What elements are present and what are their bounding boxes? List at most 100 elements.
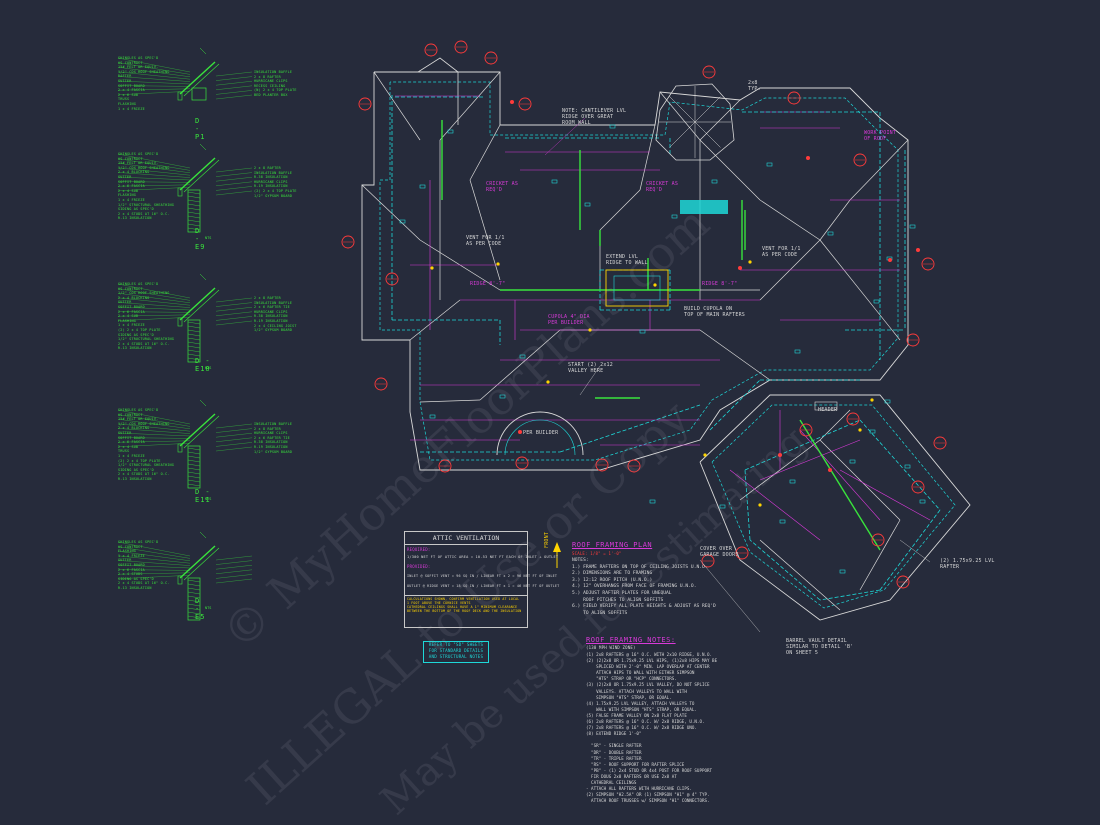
marker-dot bbox=[916, 248, 920, 252]
detail-callout: 2 x 6 FASCIA bbox=[118, 184, 145, 189]
detail-leader bbox=[215, 302, 253, 307]
hip-ridge-line bbox=[659, 91, 701, 141]
detail-leader bbox=[215, 94, 253, 100]
detail-callout: R-38 INSULATION bbox=[254, 440, 288, 445]
detail-insulation bbox=[187, 227, 201, 231]
detail-callout: R-19 INSULATION bbox=[254, 445, 288, 449]
detail-leader bbox=[117, 409, 191, 425]
detail-leader bbox=[215, 316, 253, 321]
detail-callout-bubble bbox=[906, 333, 920, 347]
detail-leader bbox=[215, 446, 253, 452]
detail-leader bbox=[117, 88, 191, 91]
detail-leader bbox=[215, 71, 253, 77]
garage-wall-line bbox=[711, 404, 956, 609]
marker-dot bbox=[828, 468, 832, 472]
marker-dot bbox=[510, 100, 514, 104]
framing-notes-list: (1) 2x8 RAFTERS @ 16" O.C. WITH 2x10 RID… bbox=[586, 652, 718, 804]
ridge-label-2: RIDGE 8'-7" bbox=[702, 281, 738, 287]
detail-leader bbox=[215, 578, 253, 584]
framing-member-line bbox=[799, 429, 881, 521]
detail-fascia bbox=[177, 91, 183, 101]
rafter-tag bbox=[839, 569, 846, 574]
rafter-tag bbox=[419, 184, 426, 189]
hip-ridge-line bbox=[639, 124, 656, 191]
framing-tag-dot bbox=[653, 283, 657, 287]
detail-callout: 15# FELT OR EQUIV. bbox=[118, 161, 159, 166]
hip-ridge-line bbox=[599, 189, 641, 231]
framing-tag-dot bbox=[588, 328, 592, 332]
cupola-outline bbox=[605, 269, 669, 307]
detail-leader bbox=[117, 184, 191, 187]
detail-scale: NTS bbox=[205, 605, 212, 610]
detail-leader bbox=[215, 181, 253, 186]
detail-callout: 1/2" GYPSUM BOARD bbox=[254, 193, 293, 198]
detail-callout: 2 x 4 STUDS AT 16" O.C. bbox=[118, 341, 170, 346]
detail-callout: (N) 2 x 4 TOP PLATE bbox=[254, 88, 297, 93]
hip-ridge-line bbox=[439, 71, 501, 141]
rafter-tag bbox=[766, 162, 773, 167]
detail-leader bbox=[215, 569, 253, 574]
detail-roof-slope bbox=[183, 547, 220, 581]
marker-dot bbox=[518, 430, 522, 434]
octagon-hip bbox=[694, 96, 721, 123]
detail-callout: SOFFIT BOARD bbox=[118, 435, 145, 440]
detail-insulation bbox=[187, 611, 201, 615]
rafter-tag bbox=[639, 329, 646, 334]
detail-title: D - P1 bbox=[195, 117, 206, 142]
detail-callout: R-13 INSULATION bbox=[118, 346, 152, 351]
detail-roof-slope bbox=[183, 415, 220, 449]
detail-leader bbox=[117, 423, 191, 432]
detail-leader bbox=[117, 572, 191, 575]
detail-callout: AS CONTRACT bbox=[118, 286, 143, 291]
hip-ridge-line bbox=[849, 139, 909, 201]
detail-callout: 2 x 4 SUB bbox=[118, 444, 139, 449]
framing-notes-sub: (130 MPH WIND ZONE) bbox=[586, 645, 636, 650]
attic-row-outlet: OUTLET @ RIDGE VENT = 18 SQ IN / LINEAR … bbox=[407, 584, 560, 588]
detail-callout: GUTTER bbox=[118, 431, 132, 435]
detail-callout: AS CONTRACT bbox=[118, 412, 143, 417]
tower-roof bbox=[417, 57, 459, 125]
detail-callout: SOFFIT BOARD bbox=[118, 563, 145, 567]
detail-callout: SHINGLES AS SPEC'D bbox=[118, 540, 159, 544]
detail-leader bbox=[215, 190, 253, 196]
detail-insulation bbox=[187, 603, 201, 607]
rafter-tag bbox=[649, 499, 656, 504]
detail-callout: FLASHING bbox=[118, 549, 136, 554]
detail-callout: SIDING AS SPEC'D bbox=[118, 332, 154, 337]
attic-required-label: REQUIRED: bbox=[407, 547, 431, 552]
marker-dot bbox=[738, 266, 742, 270]
detail-callout: 1/2" CDX ROOF SHEATHING bbox=[118, 421, 170, 426]
detail-callout: AS CONTRACT bbox=[118, 544, 143, 549]
detail-leader bbox=[117, 293, 191, 303]
detail-insulation bbox=[187, 203, 201, 207]
marker-dot bbox=[806, 156, 810, 160]
info-tag-box bbox=[680, 200, 728, 214]
detail-callout: 1/2" STRUCTURAL SHEATHING bbox=[118, 337, 175, 342]
detail-callout: GUTTER bbox=[118, 79, 132, 83]
detail-insulation bbox=[187, 475, 201, 479]
detail-roof-slope bbox=[179, 287, 216, 321]
detail-callout: INSULATION BAFFLE bbox=[254, 422, 293, 426]
detail-callout: GUTTER bbox=[118, 558, 132, 563]
barrel-vault-arch bbox=[496, 411, 584, 456]
detail-callout: (2) 2 x 4 TOP PLATE bbox=[118, 328, 161, 332]
label-leader bbox=[899, 539, 931, 563]
framing-tag-dot bbox=[758, 503, 762, 507]
detail-callout: 1/2" CDX ROOF SHEATHING bbox=[118, 69, 170, 74]
detail-callout: 2 x 6 RAFTER TIE bbox=[254, 435, 290, 440]
detail-callout-bubble bbox=[438, 459, 452, 473]
detail-callout: 2 x 4 SUB bbox=[118, 314, 139, 319]
detail-pitch-mark bbox=[199, 143, 207, 151]
rafter-tag bbox=[789, 479, 796, 484]
detail-callout: SOFFIT BOARD bbox=[118, 305, 145, 309]
cupola-inner bbox=[613, 275, 661, 301]
detail-callout-bubble bbox=[933, 436, 947, 450]
plate-line bbox=[744, 469, 751, 541]
detail-callout-bubble bbox=[853, 153, 867, 167]
rafter-tag bbox=[919, 499, 926, 504]
detail-leader bbox=[117, 432, 191, 437]
detail-insulation bbox=[187, 207, 201, 211]
